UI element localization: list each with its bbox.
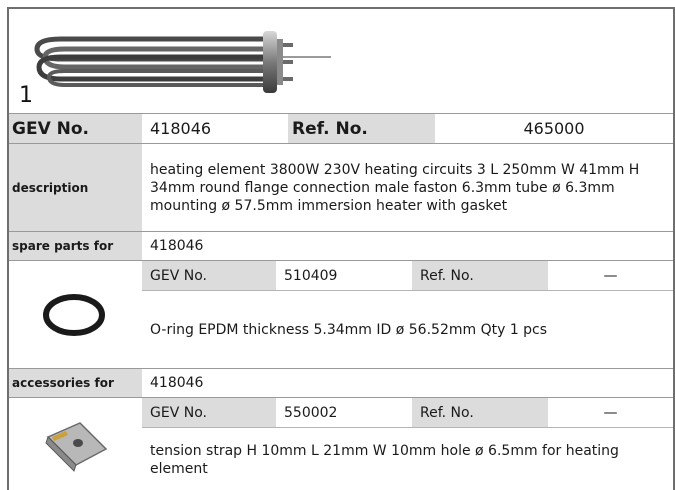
spare-gev-label-cell: GEV No. xyxy=(142,261,276,290)
gev-label: GEV No. xyxy=(12,118,90,139)
spare-parts-for-value: 418046 xyxy=(150,238,204,254)
accessories-label-cell: accessories for xyxy=(9,369,142,397)
ref-label-cell: Ref. No. xyxy=(288,114,435,143)
spare-ref-value-cell: — xyxy=(548,261,673,290)
product-image-area: 1 xyxy=(9,9,673,114)
accessory-description: tension strap H 10mm L 21mm W 10mm hole … xyxy=(150,443,619,477)
spare-ref-label: Ref. No. xyxy=(420,267,474,284)
accessories-for-cell: 418046 xyxy=(142,369,673,397)
image-index: 1 xyxy=(19,83,33,108)
ref-value: 465000 xyxy=(523,119,585,138)
accessories-row: accessories for 418046 xyxy=(9,369,673,398)
description-value-cell: heating element 3800W 230V heating circu… xyxy=(142,144,673,231)
description-text: heating element 3800W 230V heating circu… xyxy=(150,161,640,214)
acc-gev-value-cell: 550002 xyxy=(276,398,412,427)
acc-ref-value: — xyxy=(603,404,618,421)
spare-gev-value-cell: 510409 xyxy=(276,261,412,290)
acc-ref-label: Ref. No. xyxy=(420,404,474,421)
spare-parts-for-cell: 418046 xyxy=(142,232,673,260)
spare-part-description: O-ring EPDM thickness 5.34mm ID ø 56.52m… xyxy=(150,322,548,338)
spare-part-image-cell xyxy=(9,261,142,368)
accessories-for-value: 418046 xyxy=(150,375,204,391)
acc-ref-value-cell: — xyxy=(548,398,673,427)
spare-part-codes: GEV No. 510409 Ref. No. — xyxy=(142,261,673,291)
ref-label: Ref. No. xyxy=(292,118,368,139)
tension-strap-icon xyxy=(44,422,107,472)
spare-gev-label: GEV No. xyxy=(150,267,207,284)
gev-ref-row: GEV No. 418046 Ref. No. 465000 xyxy=(9,114,673,144)
gev-value: 418046 xyxy=(150,119,212,138)
spare-part-description-cell: O-ring EPDM thickness 5.34mm ID ø 56.52m… xyxy=(142,291,673,369)
accessory-description-cell: tension strap H 10mm L 21mm W 10mm hole … xyxy=(142,428,673,490)
accessories-label: accessories for xyxy=(12,376,114,390)
acc-ref-label-cell: Ref. No. xyxy=(412,398,548,427)
acc-gev-label-cell: GEV No. xyxy=(142,398,276,427)
accessory-image-cell xyxy=(9,398,142,490)
o-ring-icon xyxy=(42,293,105,336)
description-label: description xyxy=(12,180,89,195)
spare-gev-value: 510409 xyxy=(284,267,338,284)
accessory-item: GEV No. 550002 Ref. No. — tension strap … xyxy=(9,398,673,490)
gev-label-cell: GEV No. xyxy=(9,114,142,143)
product-sheet: 1 GEV No. 418046 Ref. No. 465000 descrip… xyxy=(7,7,675,490)
spare-parts-label: spare parts for xyxy=(12,239,114,253)
gev-value-cell: 418046 xyxy=(142,114,288,143)
accessory-codes: GEV No. 550002 Ref. No. — xyxy=(142,398,673,428)
spare-ref-value: — xyxy=(603,267,618,284)
description-label-cell: description xyxy=(9,144,142,231)
heating-element-image xyxy=(34,31,331,93)
ref-value-cell: 465000 xyxy=(435,114,673,143)
acc-gev-label: GEV No. xyxy=(150,404,207,421)
spare-parts-label-cell: spare parts for xyxy=(9,232,142,260)
spare-parts-row: spare parts for 418046 xyxy=(9,232,673,261)
acc-gev-value: 550002 xyxy=(284,404,338,421)
spare-part-item: GEV No. 510409 Ref. No. — O-ring EPDM th… xyxy=(9,261,673,369)
description-row: description heating element 3800W 230V h… xyxy=(9,144,673,232)
spare-ref-label-cell: Ref. No. xyxy=(412,261,548,290)
